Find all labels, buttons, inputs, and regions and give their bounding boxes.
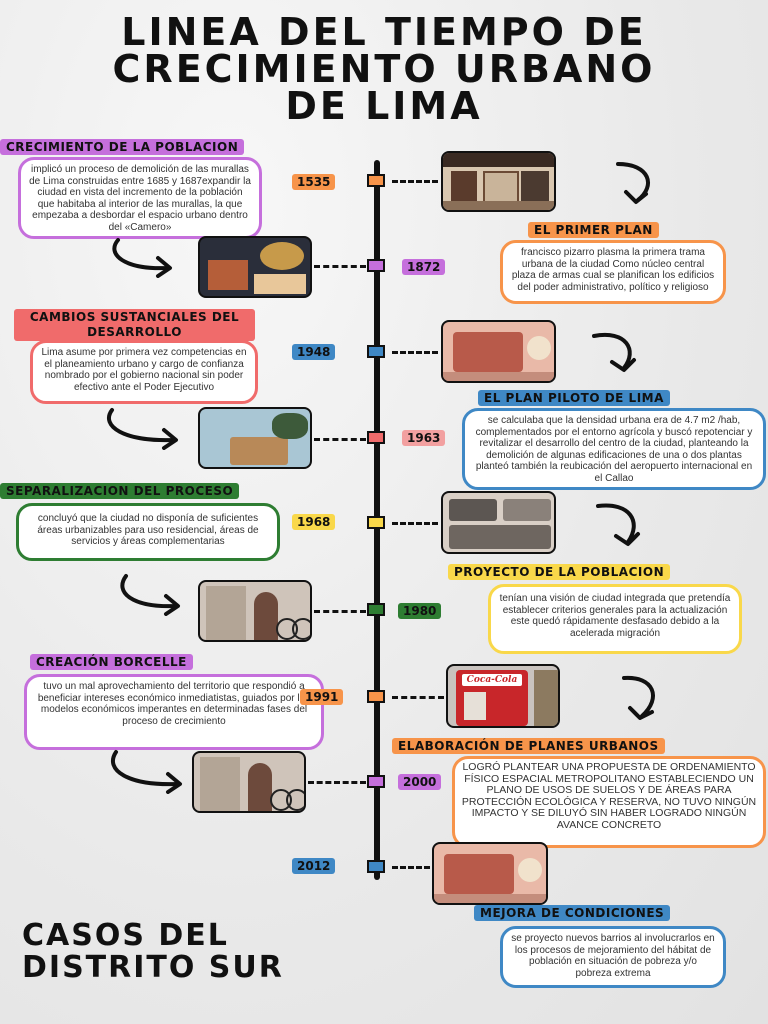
- timeline-node-1991: [367, 690, 385, 703]
- event-description-1872: francisco pizarro plasma la primera tram…: [500, 240, 726, 304]
- photo-suitcase: [198, 407, 312, 469]
- timeline-node-1872: [367, 259, 385, 272]
- year-badge-2000: 2000: [398, 774, 442, 790]
- connector-1968: [392, 522, 438, 525]
- connector-1872: [314, 265, 366, 268]
- event-description-1991: tuvo un mal aprovechamiento del territor…: [24, 674, 324, 750]
- title-line-2: CRECIMIENTO URBANO: [112, 47, 656, 91]
- photo-bicycle-street: [198, 580, 312, 642]
- year-badge-1535: 1535: [292, 174, 336, 190]
- event-label-1991: CREACIÓN BORCELLE: [30, 654, 193, 670]
- event-label-1963: EL PLAN PILOTO DE LIMA: [478, 390, 670, 406]
- event-label-1980: PROYECTO DE LA POBLACION: [448, 564, 671, 580]
- year-badge-2012: 2012: [292, 858, 336, 874]
- event-description-2012: se proyecto nuevos barrios al involucrar…: [500, 926, 726, 988]
- event-label-1872: EL PRIMER PLAN: [528, 222, 659, 238]
- timeline-node-1535: [367, 174, 385, 187]
- photo-stereos: [441, 491, 556, 554]
- photo-storefront: [441, 151, 556, 212]
- connector-1980: [314, 610, 366, 613]
- event-label-1535: CRECIMIENTO DE LA POBLACION: [0, 139, 245, 155]
- curved-arrow-icon: [596, 503, 640, 546]
- event-label-1968: SEPARALIZACION DEL PROCESO: [0, 483, 240, 499]
- photo-coca-cola-machine: Coca-Cola: [446, 664, 560, 728]
- photo-cafe: [198, 236, 312, 298]
- event-label-2000: ELABORACIÓN DE PLANES URBANOS: [392, 738, 665, 754]
- timeline-node-1968: [367, 516, 385, 529]
- coca-cola-logo: Coca-Cola: [462, 674, 522, 686]
- event-description-1948: Lima asume por primera vez competencias …: [30, 340, 258, 404]
- curved-arrow-icon: [622, 675, 655, 720]
- year-badge-1963: 1963: [402, 430, 446, 446]
- event-description-2000: LOGRÓ PLANTEAR UNA PROPUESTA DE ORDENAMI…: [452, 756, 766, 848]
- page-title: LINEA DEL TIEMPO DE CRECIMIENTO URBANO D…: [0, 10, 768, 128]
- title-line-3: DE LIMA: [285, 84, 483, 128]
- connector-2000: [308, 781, 366, 784]
- event-label-1948: CAMBIOS SUSTANCIALES DEL DESARROLLO: [14, 309, 255, 341]
- title-line-1: LINEA DEL TIEMPO DE: [121, 10, 647, 54]
- timeline-node-1948: [367, 345, 385, 358]
- photo-radio: [441, 320, 556, 383]
- photo-bicycle-street: [192, 751, 306, 813]
- event-description-1980: tenían una visión de ciudad integrada qu…: [488, 584, 742, 654]
- curved-arrow-icon: [120, 574, 180, 616]
- curved-arrow-icon: [616, 162, 650, 204]
- timeline-node-1963: [367, 431, 385, 444]
- year-badge-1991: 1991: [300, 689, 344, 705]
- year-badge-1872: 1872: [402, 259, 446, 275]
- curved-arrow-icon: [112, 238, 172, 278]
- timeline-node-2012: [367, 860, 385, 873]
- connector-1991: [392, 696, 444, 699]
- event-description-1535: implicó un proceso de demolición de las …: [18, 157, 262, 239]
- event-description-1968: concluyó que la ciudad no disponía de su…: [16, 503, 280, 561]
- event-label-2012: MEJORA DE CONDICIONES: [474, 905, 671, 921]
- curved-arrow-icon: [110, 750, 182, 794]
- year-badge-1980: 1980: [398, 603, 442, 619]
- connector-1535: [392, 180, 438, 183]
- connector-1948: [392, 351, 438, 354]
- curved-arrow-icon: [107, 408, 178, 450]
- event-description-1963: se calculaba que la densidad urbana era …: [462, 408, 766, 490]
- year-badge-1968: 1968: [292, 514, 336, 530]
- timeline-node-2000: [367, 775, 385, 788]
- footer-line-2: DISTRITO SUR: [22, 950, 284, 985]
- footer-title: CASOS DEL DISTRITO SUR: [22, 920, 284, 984]
- footer-line-1: CASOS DEL: [22, 918, 229, 953]
- connector-2012: [392, 866, 430, 869]
- timeline-node-1980: [367, 603, 385, 616]
- connector-1963: [314, 438, 366, 441]
- year-badge-1948: 1948: [292, 344, 336, 360]
- curved-arrow-icon: [592, 332, 636, 372]
- photo-radio: [432, 842, 548, 905]
